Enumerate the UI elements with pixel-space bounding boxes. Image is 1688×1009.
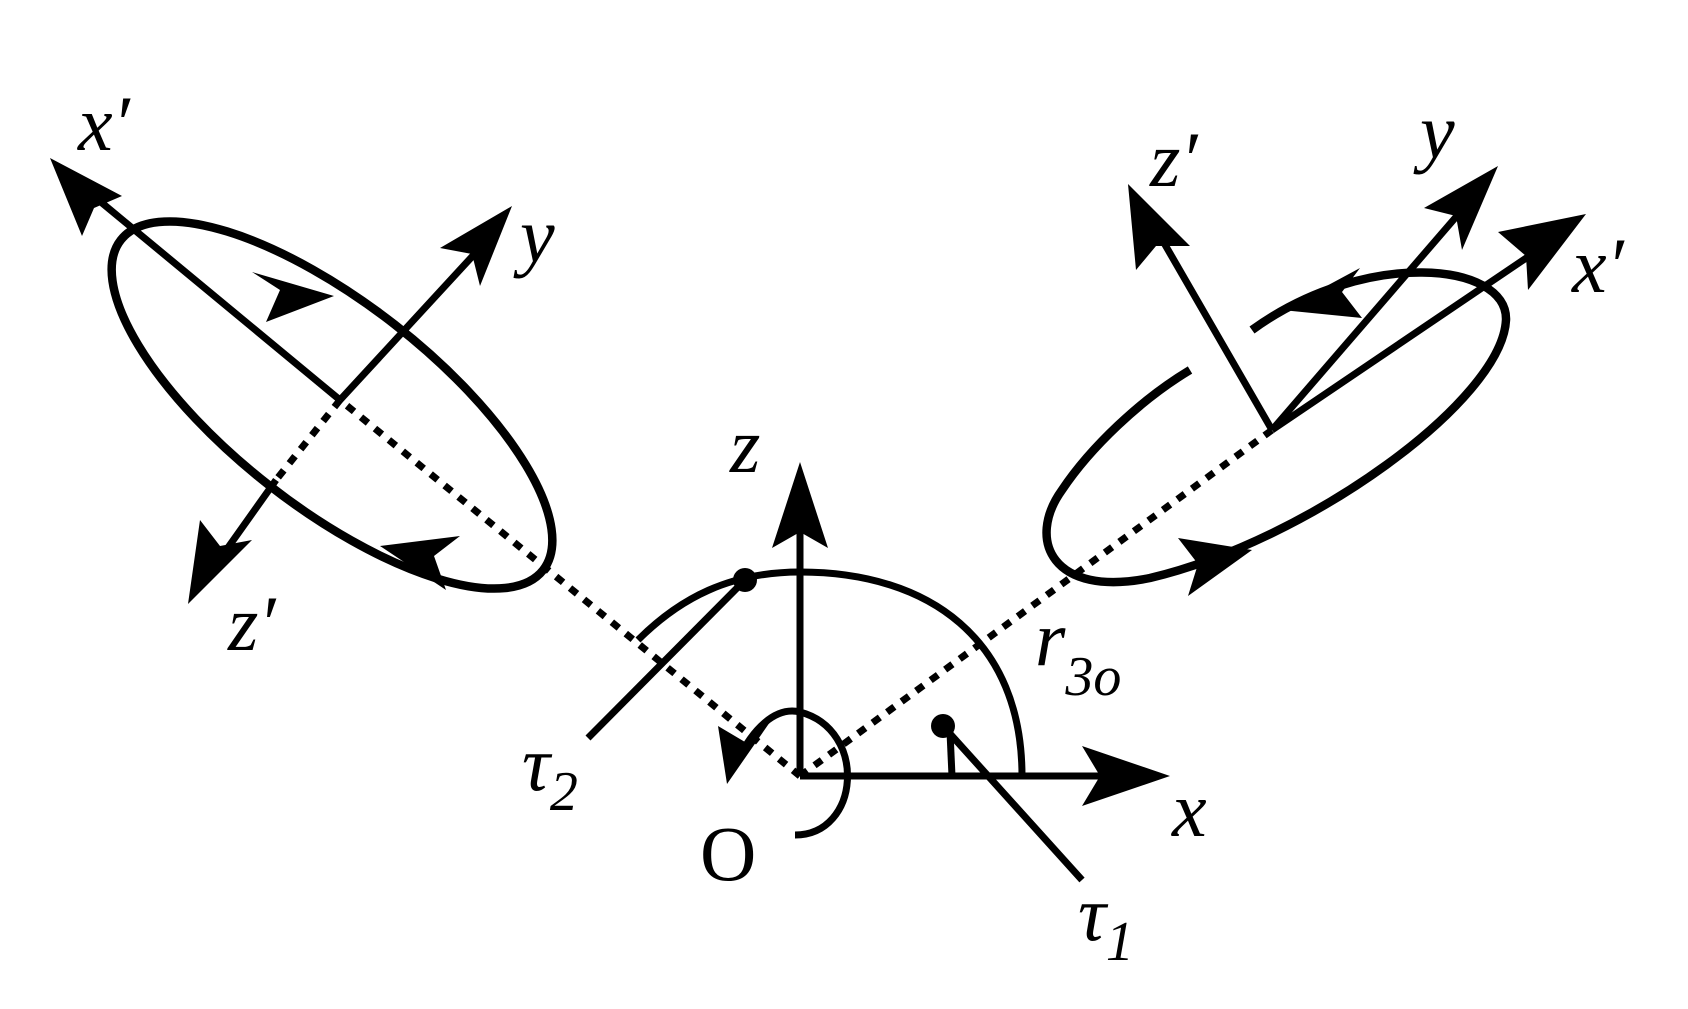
torque-2-dot: [733, 568, 757, 592]
right-x-prime-axis: [1270, 247, 1540, 433]
radius-label-subscript: 3o: [1064, 646, 1121, 708]
left-z-prime-axis-dotted: [273, 397, 343, 483]
torque-1-dot: [931, 714, 955, 738]
torque-1-marker: [931, 714, 1085, 883]
left-rotation-arrowhead-top: [252, 272, 334, 322]
left-y-label: y: [513, 192, 555, 279]
origin-frame: [337, 397, 1275, 839]
right-body: [1042, 166, 1586, 596]
left-body: [50, 158, 557, 604]
right-y-arrowhead: [1424, 166, 1498, 250]
right-x-prime-arrowhead: [1498, 214, 1586, 290]
radius-label-main: r: [1035, 595, 1066, 682]
right-ellipse: [1042, 268, 1511, 587]
left-z-prime-axis: [219, 477, 279, 559]
torque-1-label: τ1: [1078, 870, 1134, 973]
x-axis-label: x: [1171, 766, 1207, 853]
right-y-axis: [1269, 207, 1465, 433]
left-rotation-arrowhead-bottom: [380, 536, 460, 590]
angle-arc: [635, 568, 1026, 777]
right-z-prime-axis: [1156, 234, 1276, 432]
left-x-prime-axis: [93, 195, 343, 403]
origin-rotation-loop: [734, 707, 851, 839]
right-rotation-arrowhead-bottom: [1178, 538, 1252, 596]
x-axis-arrowhead: [1082, 746, 1170, 806]
radius-line-right: [797, 427, 1275, 779]
right-y-label: y: [1413, 88, 1455, 175]
right-z-prime-arrowhead: [1128, 184, 1190, 270]
origin-rotation-arrowhead: [718, 722, 770, 784]
left-x-prime-arrowhead: [50, 158, 122, 236]
torque-2-label: τ2: [522, 720, 578, 823]
left-z-prime-label: z′: [227, 580, 277, 667]
origin-label: O: [700, 810, 756, 897]
torque-2-label-main: τ: [522, 720, 553, 807]
torque-1-label-main: τ: [1078, 870, 1109, 957]
left-y-arrowhead: [440, 206, 512, 286]
left-z-prime-arrowhead: [188, 520, 252, 604]
torque-1-label-subscript: 1: [1106, 911, 1134, 973]
torque-2-marker: [585, 568, 757, 741]
right-x-prime-label: x′: [1571, 222, 1626, 309]
left-x-prime-label: x′: [77, 80, 132, 167]
left-y-axis: [337, 245, 483, 403]
right-rotation-arrowhead-top: [1282, 268, 1362, 318]
right-z-prime-label: z′: [1149, 116, 1199, 203]
torque-2-label-subscript: 2: [550, 761, 578, 823]
radius-label: r3o: [1035, 595, 1121, 708]
z-axis-label: z: [729, 402, 760, 489]
z-axis-arrowhead: [772, 462, 828, 548]
